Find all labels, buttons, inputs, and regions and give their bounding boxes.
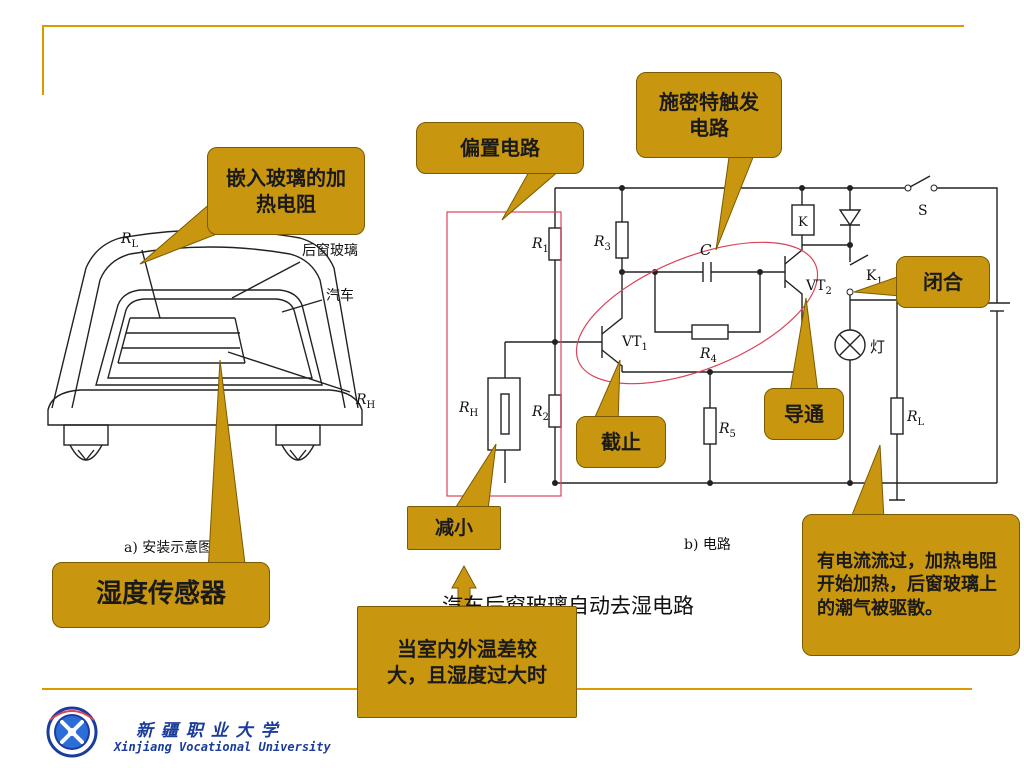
caption-right: b) 电路 [684, 537, 731, 553]
callout-humidity-sensor: 湿度传感器 [52, 562, 270, 628]
callout-condition: 当室内外温差较大，且湿度过大时 [357, 606, 577, 718]
callout-result: 有电流流过，加热电阻开始加热，后窗玻璃上的潮气被驱散。 [802, 514, 1020, 656]
pointer-humidity-sensor [207, 359, 247, 573]
label-vt2: VT2 [805, 278, 832, 297]
label-rl: RL [906, 409, 925, 428]
school-name-en: Xinjiang Vocational University [114, 740, 331, 754]
label-rh-left: RH [355, 392, 376, 411]
callout-bias-circuit: 偏置电路 [416, 122, 584, 174]
label-r3: R3 [593, 234, 611, 253]
left-rule [42, 25, 44, 95]
up-arrow [451, 564, 477, 607]
label-relay-k: K [798, 215, 808, 230]
top-rule [42, 25, 964, 27]
callout-decrease: 减小 [407, 506, 501, 550]
callout-conduct: 导通 [764, 388, 844, 440]
label-capacitor: C [700, 241, 712, 259]
label-rear-window: 后窗玻璃 [302, 242, 358, 259]
callout-schmitt-trigger: 施密特触发电路 [636, 72, 782, 158]
label-r1: R1 [531, 236, 549, 255]
label-rl-left: RL [120, 231, 139, 250]
pointer-conduct [789, 297, 819, 393]
circuit-figure [446, 175, 1010, 501]
label-vt1: VT1 [621, 334, 648, 353]
pointer-schmitt [715, 149, 757, 251]
label-r5: R5 [718, 421, 736, 440]
label-rh: RH [458, 400, 479, 419]
label-r2: R2 [531, 404, 549, 423]
label-car: 汽车 [326, 287, 354, 304]
pointer-cutoff [591, 359, 621, 425]
label-r4: R4 [699, 346, 717, 365]
caption-left: a) 安装示意图 [124, 539, 212, 556]
callout-cutoff: 截止 [576, 416, 666, 468]
label-switch-s: S [918, 203, 928, 219]
car-window-figure [47, 229, 363, 462]
label-lamp: 灯 [870, 338, 885, 356]
callout-embedded-heater: 嵌入玻璃的加热电阻 [207, 147, 365, 235]
school-name-cn: 新 疆 职 业 大 学 [136, 721, 279, 741]
university-logo-icon [46, 706, 98, 758]
label-k1: K1 [866, 268, 883, 287]
callout-close: 闭合 [896, 256, 990, 308]
pointer-decrease [453, 443, 497, 511]
